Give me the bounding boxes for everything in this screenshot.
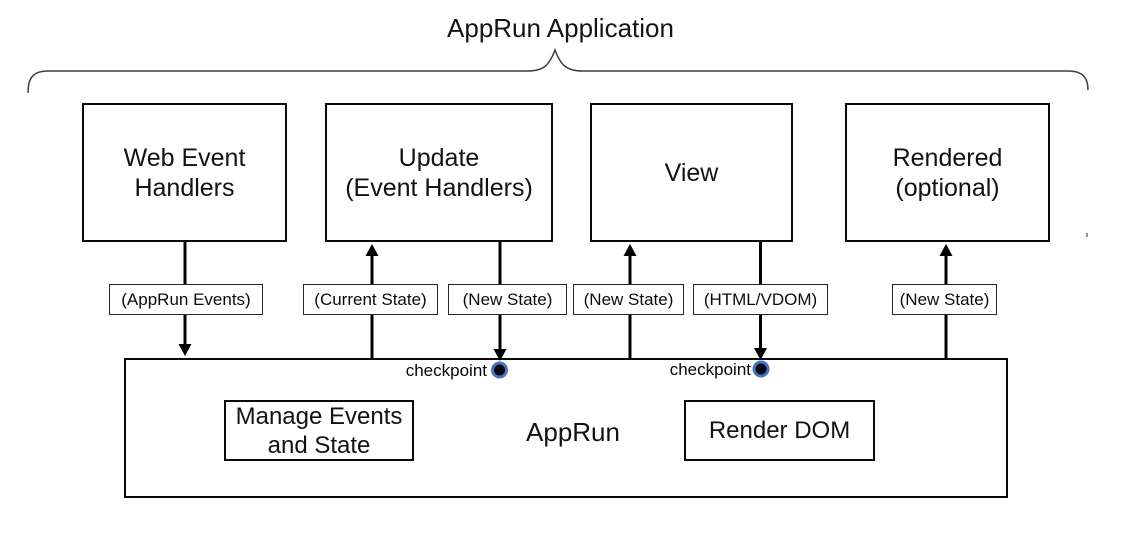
stray-mark <box>1086 233 1088 237</box>
component-label: View <box>664 158 719 187</box>
flow-label-new-state-3: (New State) <box>892 284 997 315</box>
flow-label-text: (New State) <box>583 289 674 309</box>
diagram-title: AppRun Application <box>447 13 674 43</box>
component-label: Rendered (optional) <box>892 143 1003 202</box>
component-box-rendered: Rendered (optional) <box>845 103 1050 242</box>
checkpoint-label-1: checkpoint <box>405 361 487 380</box>
flow-label-text: (Current State) <box>314 289 427 309</box>
manage-events-state-box: Manage Events and State <box>224 400 414 461</box>
flow-label-current-state: (Current State) <box>303 284 438 315</box>
component-label: Web Event Handlers <box>123 143 246 202</box>
checkpoint-label-2: checkpoint <box>669 360 751 379</box>
flow-label-text: (AppRun Events) <box>121 289 251 309</box>
render-dom-box: Render DOM <box>684 400 875 461</box>
module-label: Manage Events and State <box>235 402 403 459</box>
component-box-view: View <box>590 103 793 242</box>
component-box-update: Update (Event Handlers) <box>325 103 553 242</box>
component-box-web-event-handlers: Web Event Handlers <box>82 103 287 242</box>
flow-label-new-state-1: (New State) <box>448 284 567 315</box>
flow-label-html-vdom: (HTML/VDOM) <box>693 284 828 315</box>
module-label: Render DOM <box>708 417 851 444</box>
curly-brace <box>27 47 1089 94</box>
flow-label-text: (New State) <box>462 289 553 309</box>
apprun-runtime-label: AppRun <box>526 417 620 447</box>
flow-label-new-state-2: (New State) <box>573 284 684 315</box>
component-label: Update (Event Handlers) <box>345 143 533 202</box>
flow-label-apprun-events: (AppRun Events) <box>109 284 263 315</box>
flow-label-text: (HTML/VDOM) <box>703 289 818 309</box>
flow-label-text: (New State) <box>899 289 990 309</box>
